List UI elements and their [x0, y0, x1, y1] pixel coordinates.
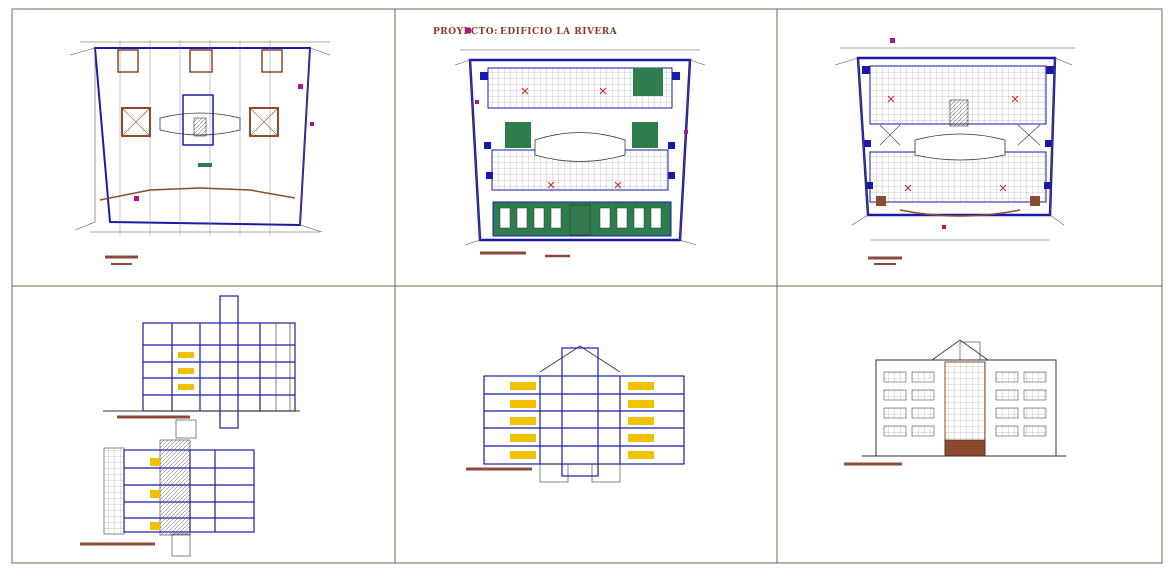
typical-floor-plan	[834, 38, 1075, 265]
ground-floor-plan: PROYECTO: EDIFICIO LA RIVERA	[433, 27, 706, 258]
basement-plan	[69, 40, 331, 265]
panel-frames	[11, 8, 1163, 564]
sections	[80, 295, 300, 557]
front-elevation	[844, 339, 1066, 466]
project-label: PROYECTO:	[433, 27, 498, 37]
cross-section	[466, 345, 685, 483]
project-name: EDIFICIO LA RIVERA	[500, 27, 618, 37]
